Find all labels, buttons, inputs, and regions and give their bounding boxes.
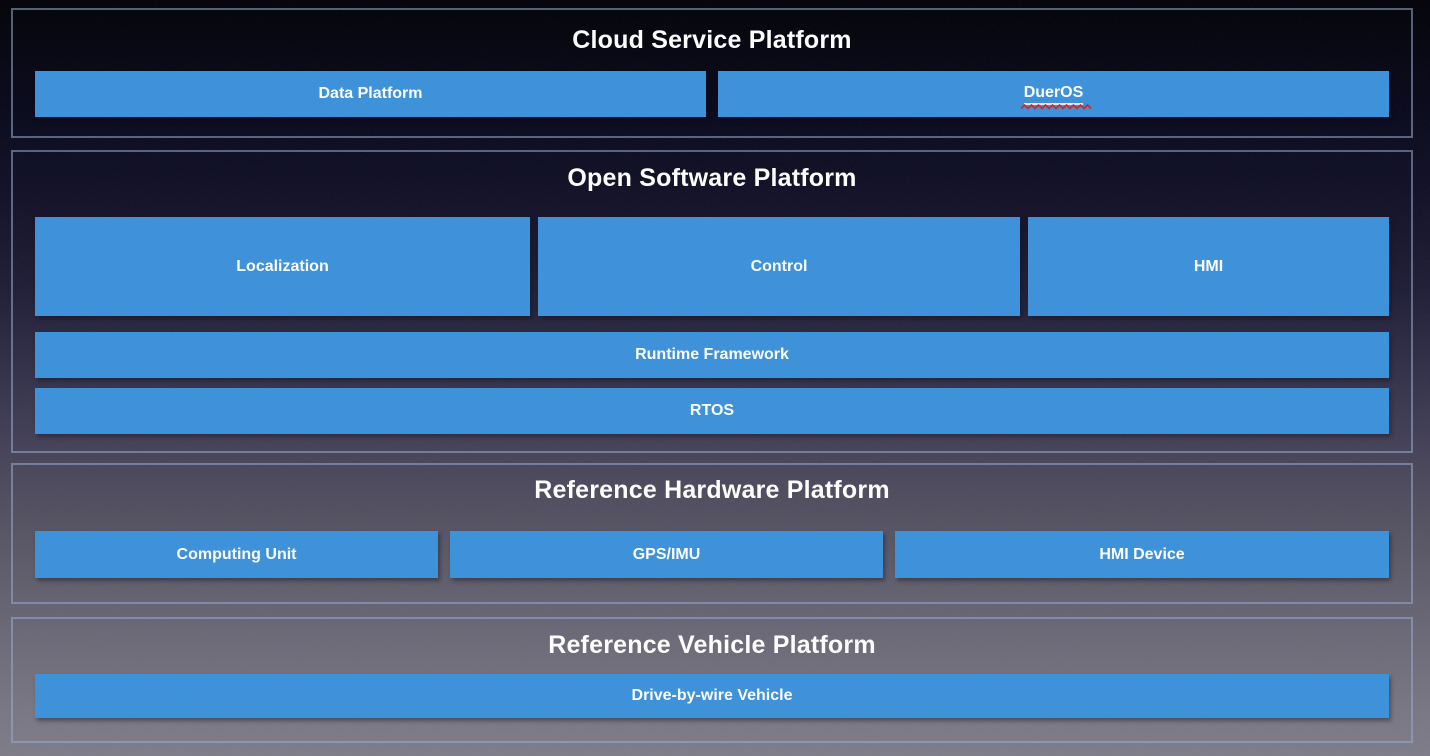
box-localization: Localization <box>35 217 530 316</box>
box-hmi-device-label: HMI Device <box>1099 545 1185 563</box>
box-data-platform: Data Platform <box>35 71 706 117</box>
box-runtime-framework: Runtime Framework <box>35 332 1389 378</box>
box-control: Control <box>538 217 1020 316</box>
box-control-label: Control <box>750 257 808 275</box>
box-rtos: RTOS <box>35 388 1389 434</box>
box-drive-by-wire-vehicle: Drive-by-wire Vehicle <box>35 674 1389 718</box>
section-reference-vehicle-platform: Reference Vehicle Platform Drive-by-wire… <box>11 617 1413 743</box>
box-drive-by-wire-vehicle-label: Drive-by-wire Vehicle <box>631 687 793 704</box>
box-gps-imu-label: GPS/IMU <box>632 545 701 563</box>
box-localization-label: Localization <box>236 257 329 275</box>
box-data-platform-label: Data Platform <box>318 85 423 102</box>
section-reference-hardware-platform: Reference Hardware Platform Computing Un… <box>11 463 1413 604</box>
section-title-software: Open Software Platform <box>567 164 857 192</box>
box-hmi-device: HMI Device <box>895 531 1389 578</box>
box-computing-unit-label: Computing Unit <box>176 545 297 563</box>
section-title-cloud: Cloud Service Platform <box>572 26 852 54</box>
section-cloud-service-platform: Cloud Service Platform Data Platform Due… <box>11 8 1413 138</box>
cloud-boxes-row: Data Platform DuerOS <box>35 71 1389 117</box>
box-hmi: HMI <box>1028 217 1389 316</box>
box-gps-imu: GPS/IMU <box>450 531 883 578</box>
section-title-hardware: Reference Hardware Platform <box>534 476 890 504</box>
box-dueros-label: DuerOS <box>1023 83 1084 101</box>
box-dueros: DuerOS <box>718 71 1389 117</box>
spellcheck-squiggle-icon <box>1020 103 1092 110</box>
box-runtime-framework-label: Runtime Framework <box>635 346 789 363</box>
box-computing-unit: Computing Unit <box>35 531 438 578</box>
box-hmi-label: HMI <box>1193 257 1224 275</box>
section-open-software-platform: Open Software Platform Localization Cont… <box>11 150 1413 453</box>
box-rtos-label: RTOS <box>689 402 735 419</box>
section-title-vehicle: Reference Vehicle Platform <box>548 631 876 659</box>
dueros-spellcheck-wrap: DuerOS <box>1020 83 1092 110</box>
hardware-boxes-row: Computing Unit GPS/IMU HMI Device <box>35 531 1389 578</box>
software-modules-row: Localization Control HMI <box>35 217 1389 316</box>
